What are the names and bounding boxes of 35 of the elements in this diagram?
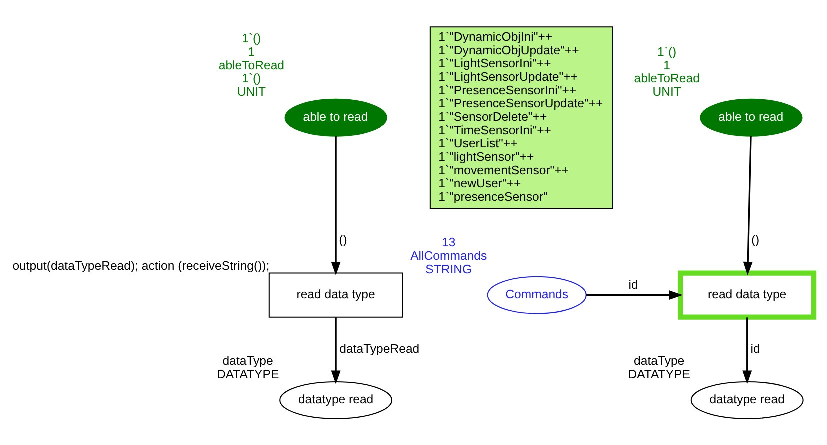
node-label: ableToRead [218,58,285,72]
arrow [331,317,341,384]
edge-label: () [339,232,348,247]
node-label: 1 [248,44,256,58]
node-label: DATATYPE [216,366,280,381]
node-label: 1`() [658,44,677,58]
node-label: dataType [222,354,274,368]
node-label: dataType [634,354,685,368]
node-ellipse: datatype read [690,380,804,419]
node-label: ableToRead [634,71,700,86]
arrow [586,290,683,300]
node-box: 1`"DynamicObjIni"++ 1`"DynamicObjUpdate"++ 1`"LightSensorIni"++ 1`"LightSensorUpdate"++ 1`"PresenceSensorIni"++ 1`"PresenceSensorUpdate"++ 1`"SensorDelete"++ 1`"TimeSensorIni"++ 1`"UserList"++ 1`"lightSensor"++ 1`"movementSensor"++ 1`"newUser"++ 1`"presenceSensor" [430,26,614,209]
edge-label: dataTypeRead [340,341,420,356]
node-label: 1`() [242,31,262,46]
node-label: 13 [442,235,456,250]
node-ellipse: Commands [487,276,587,314]
arrow [742,317,752,384]
arrow [743,136,753,276]
arrow [331,136,341,276]
edge-label: id [750,341,760,356]
node-label: AllCommands [410,248,488,263]
node-label: 1 [664,58,671,72]
node-label: STRING [426,262,472,276]
node-ellipse: able to read [284,98,388,136]
node-label: DATATYPE [628,366,690,381]
node-ellipse: datatype read [280,380,393,419]
node-label: output(dataTypeRead); action (receiveString()); [12,258,270,272]
edge-label: () [751,232,760,247]
node-label: 1`() [242,71,262,86]
node-box: read data type [678,270,817,320]
node-ellipse: able to read [700,98,803,136]
edge-label: id [628,277,638,292]
node-label: UNIT [237,84,266,98]
node-label: UNIT [652,84,682,98]
node-box: read data type [268,272,404,318]
